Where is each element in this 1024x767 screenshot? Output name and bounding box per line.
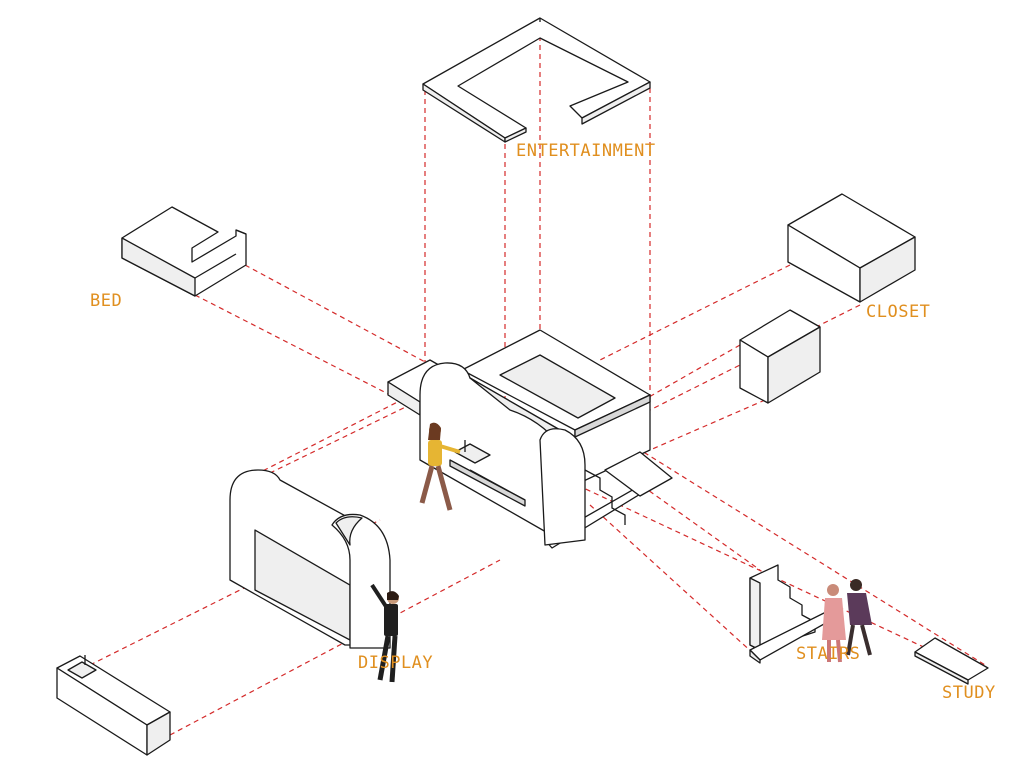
central-assembly — [387, 329, 673, 549]
label-display: DISPLAY — [358, 653, 433, 673]
label-bed: BED — [90, 291, 122, 311]
bed-module — [121, 206, 247, 297]
sink-module — [56, 655, 171, 756]
stairs-module — [749, 564, 841, 664]
closet-module-large — [787, 193, 916, 303]
couple-figures — [822, 579, 872, 663]
person-pointing-figure — [370, 583, 399, 683]
label-stairs: STAIRS — [796, 644, 860, 664]
person-walking-figure — [419, 422, 461, 511]
closet-module-small — [739, 309, 821, 404]
study-module — [914, 637, 989, 685]
display-module — [229, 469, 391, 649]
label-study: STUDY — [942, 683, 996, 703]
label-closet: CLOSET — [866, 302, 930, 322]
label-entertainment: ENTERTAINMENT — [516, 141, 656, 161]
entertainment-module — [422, 17, 651, 143]
